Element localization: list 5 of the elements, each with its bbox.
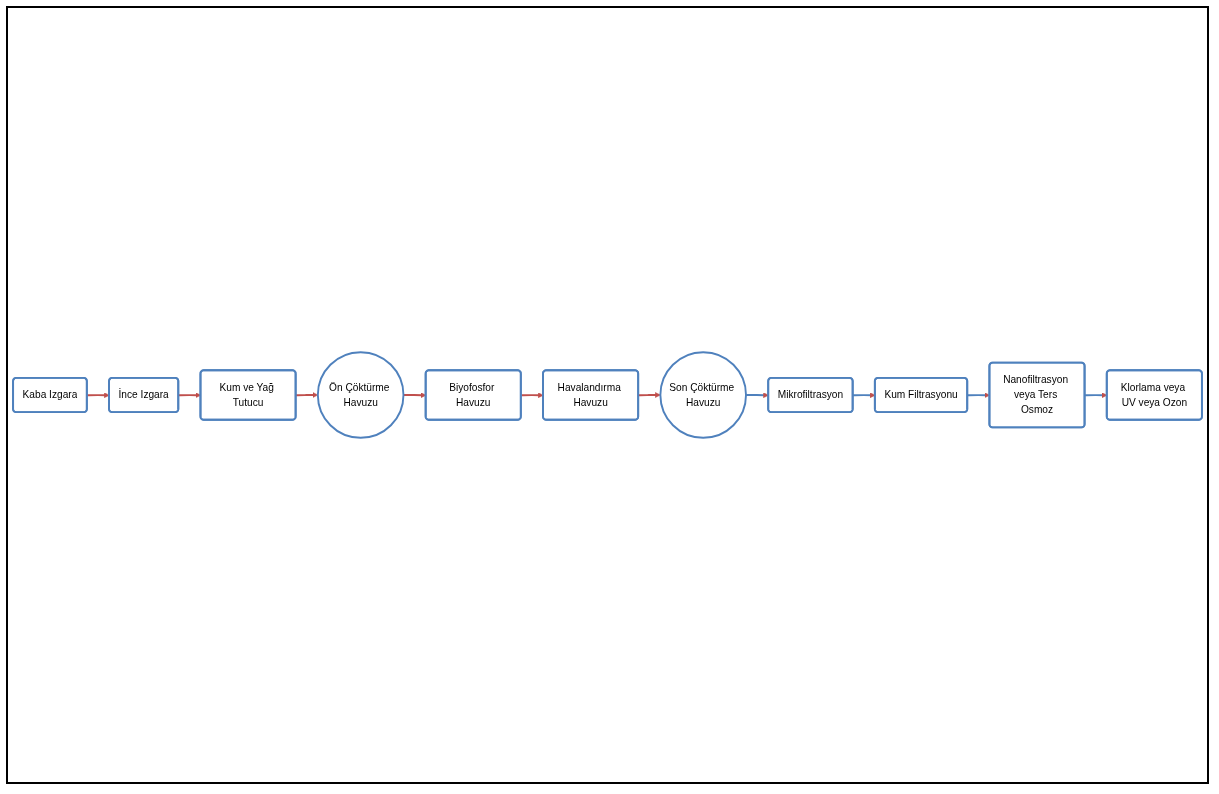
node-circle: Ön Çöktürme Havuzu bbox=[316, 351, 405, 439]
arrow bbox=[520, 392, 544, 398]
node-circle: Son Çöktürme Havuzu bbox=[659, 351, 747, 439]
arrow bbox=[295, 392, 319, 398]
arrow bbox=[86, 392, 110, 398]
